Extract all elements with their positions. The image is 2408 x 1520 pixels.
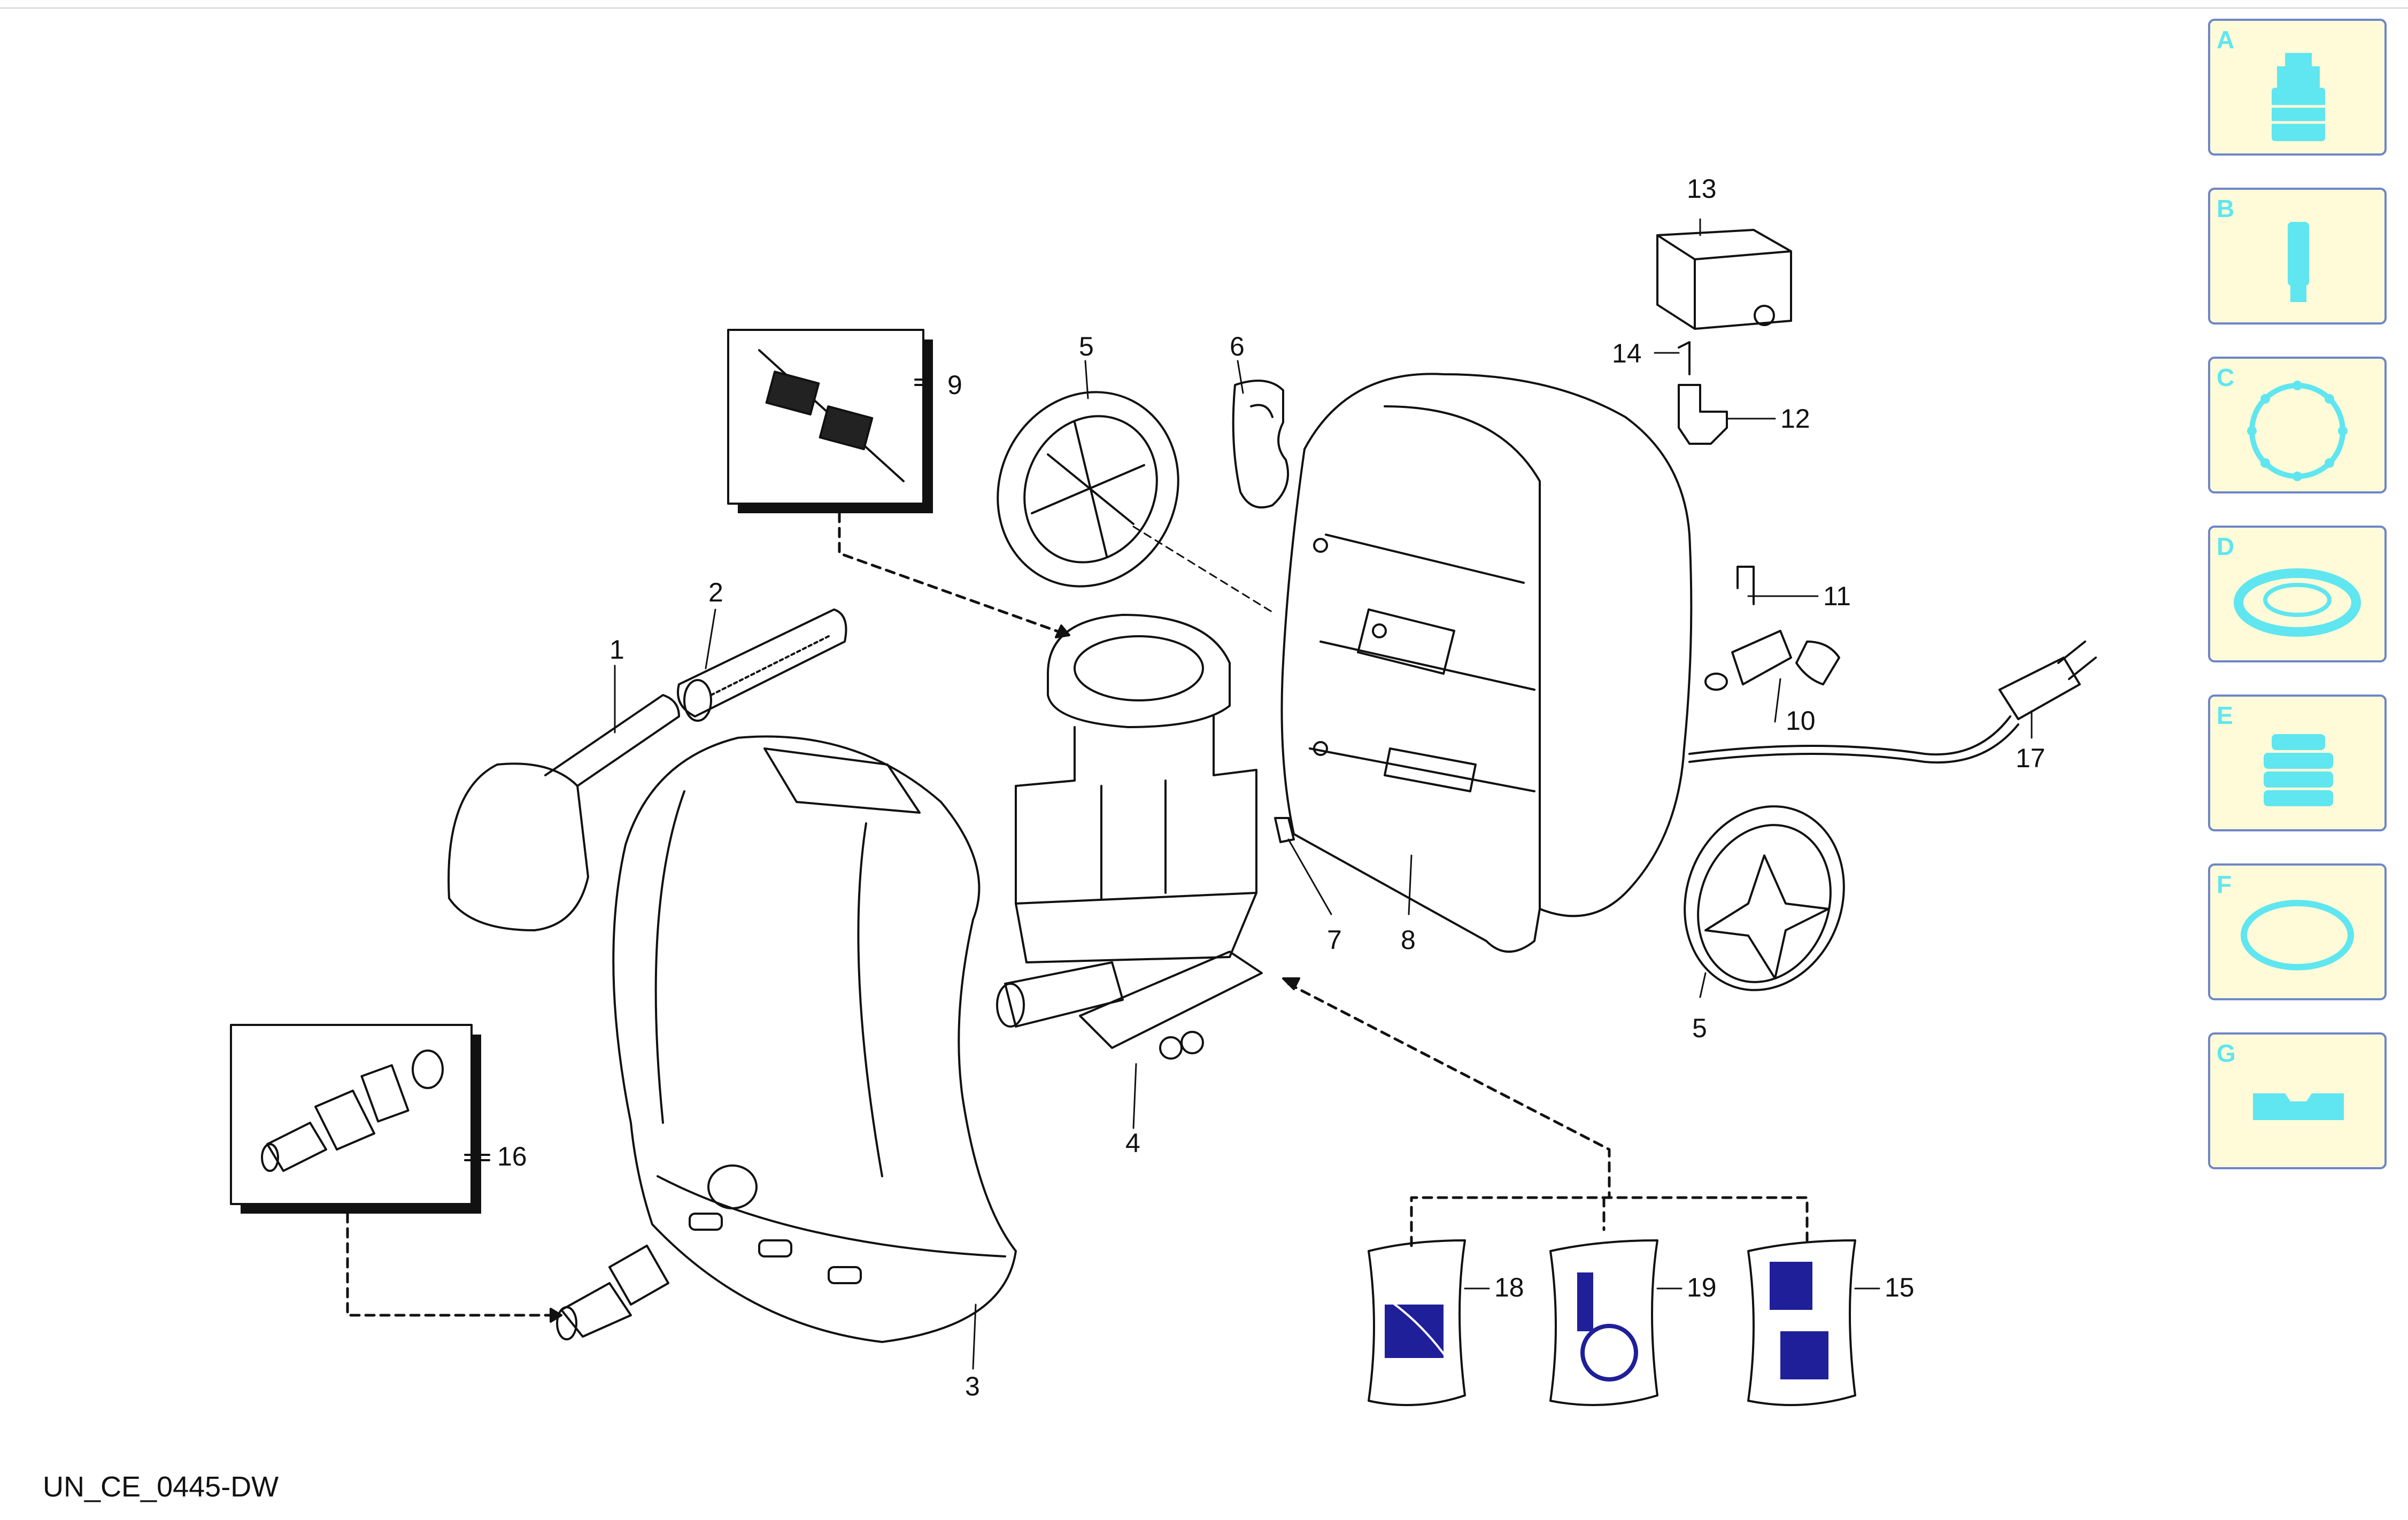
part-19-kit-bag[interactable] bbox=[1549, 1239, 1658, 1406]
part-14-pin[interactable] bbox=[1678, 341, 1691, 375]
part-7-gasket[interactable] bbox=[1274, 817, 1295, 843]
callout-16: 16 bbox=[497, 1141, 527, 1171]
callout-9: 9 bbox=[947, 370, 962, 400]
part-16-inlet-coupling-installed[interactable] bbox=[556, 1245, 669, 1340]
tile-letter: G bbox=[2217, 1039, 2236, 1067]
o-ring-icon bbox=[2241, 900, 2354, 970]
tile-letter: E bbox=[2217, 701, 2233, 729]
part-12-bracket[interactable] bbox=[1678, 384, 1728, 445]
callout-19: 19 bbox=[1687, 1272, 1717, 1302]
callout-12: 12 bbox=[1780, 404, 1810, 434]
part-8-housing[interactable] bbox=[1280, 373, 1693, 953]
part-17-power-cord[interactable] bbox=[1688, 641, 2097, 764]
category-sidebar: A B C D E F bbox=[2208, 19, 2390, 1201]
callout-1: 1 bbox=[609, 635, 624, 665]
callout-2: 2 bbox=[708, 577, 723, 607]
part-15-kit-bag[interactable] bbox=[1747, 1239, 1856, 1406]
tile-letter: D bbox=[2217, 533, 2235, 560]
callout-10: 10 bbox=[1786, 706, 1816, 736]
category-tile-f[interactable]: F bbox=[2208, 863, 2387, 1000]
callout-5-left: 5 bbox=[1079, 331, 1094, 361]
gasket-ring-icon bbox=[2247, 381, 2348, 481]
part-18-kit-bag[interactable] bbox=[1368, 1239, 1466, 1406]
part-6-clip[interactable] bbox=[1232, 380, 1290, 508]
callout-13: 13 bbox=[1687, 174, 1717, 204]
part-3-cover[interactable] bbox=[612, 735, 1017, 1343]
category-tile-g[interactable]: G bbox=[2208, 1032, 2387, 1169]
part-4-motor-pump[interactable] bbox=[996, 614, 1263, 1060]
part-10-inlet[interactable] bbox=[1704, 630, 1840, 691]
seal-ring-icon bbox=[2234, 568, 2361, 637]
bracket-icon bbox=[2253, 1093, 2344, 1120]
callout-6: 6 bbox=[1230, 331, 1245, 361]
part-9-carbon-brushes[interactable] bbox=[727, 329, 933, 513]
category-tile-b[interactable]: B bbox=[2208, 188, 2387, 325]
callout-14: 14 bbox=[1612, 338, 1642, 368]
callout-17: 17 bbox=[2016, 743, 2046, 773]
category-tile-a[interactable]: A bbox=[2208, 19, 2387, 156]
diagram-code: UN_CE_0445-DW bbox=[43, 1471, 279, 1503]
category-tile-c[interactable]: C bbox=[2208, 357, 2387, 493]
cartridge-icon bbox=[2272, 53, 2325, 141]
tile-letter: A bbox=[2217, 26, 2235, 53]
tile-letter: C bbox=[2217, 364, 2235, 391]
callout-11: 11 bbox=[1823, 581, 1851, 611]
callout-4: 4 bbox=[1125, 1128, 1140, 1158]
part-5-wheel-right[interactable] bbox=[1660, 784, 1869, 1013]
part-16-inlet-coupling[interactable] bbox=[230, 1024, 490, 1214]
part-5-wheel-left[interactable] bbox=[966, 362, 1209, 616]
callout-18: 18 bbox=[1494, 1272, 1524, 1302]
callout-15: 15 bbox=[1885, 1272, 1915, 1302]
callout-8: 8 bbox=[1401, 925, 1416, 955]
valve-stack-icon bbox=[2264, 734, 2333, 806]
part-2-grip[interactable] bbox=[677, 608, 847, 722]
part-13-switch[interactable] bbox=[1656, 229, 1792, 330]
callout-3: 3 bbox=[965, 1371, 980, 1401]
category-tile-e[interactable]: E bbox=[2208, 695, 2387, 831]
callout-7: 7 bbox=[1327, 925, 1342, 955]
tile-letter: F bbox=[2217, 870, 2232, 898]
tile-letter: B bbox=[2217, 195, 2235, 222]
part-1-handle[interactable] bbox=[447, 694, 680, 931]
filter-tube-icon bbox=[2288, 222, 2309, 302]
part-11-clip[interactable] bbox=[1736, 566, 1755, 605]
category-tile-d[interactable]: D bbox=[2208, 526, 2387, 662]
callout-5-right: 5 bbox=[1692, 1013, 1707, 1043]
